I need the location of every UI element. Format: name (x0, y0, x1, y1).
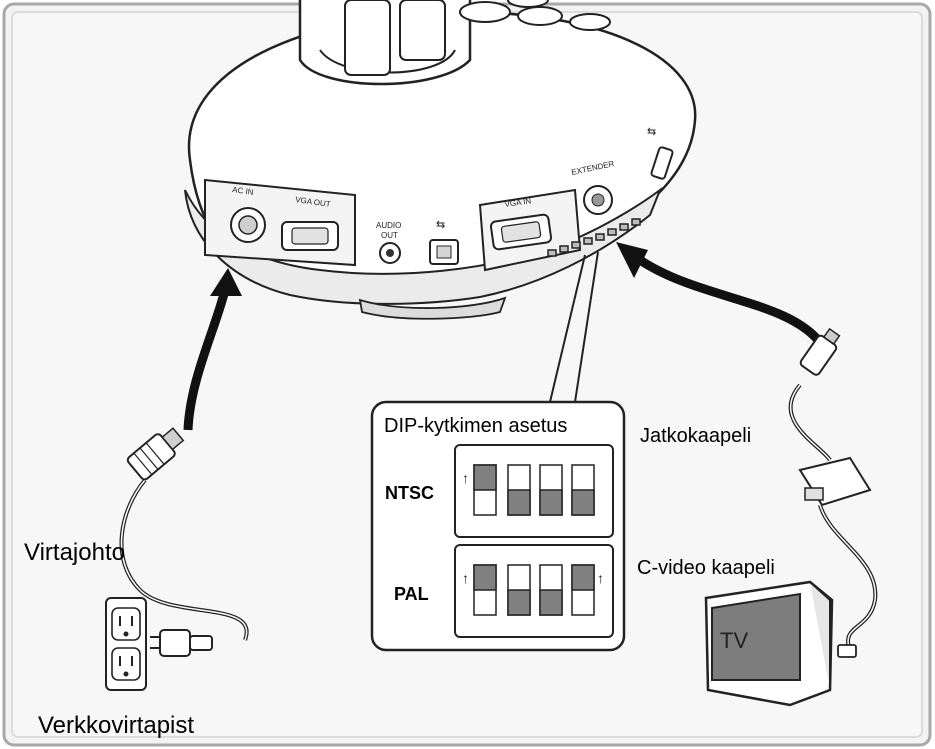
power-cord (119, 427, 249, 657)
pal-switch-3 (539, 564, 563, 616)
cvideo-cable-label: C-video kaapeli (637, 557, 775, 579)
pal-switch-4 (571, 564, 595, 616)
ntsc-switch-4 (571, 464, 595, 516)
power-connector (126, 427, 185, 481)
pal-label: PAL (394, 584, 429, 604)
extension-cable (616, 242, 878, 658)
document-camera: AC IN VGA OUT AUDIO OUT ⇆ VGA IN EXTENDE… (184, 0, 697, 320)
ntsc-switch-1 (473, 464, 497, 516)
dip-switch-slots (547, 218, 641, 257)
splitter-box (798, 456, 872, 507)
usb-icon: ⇆ (647, 126, 656, 138)
pal-switch-2 (507, 564, 531, 616)
ntsc-switches: ↑ (462, 464, 595, 516)
ntsc-switch-3 (539, 464, 563, 516)
audio-out-label: OUT (381, 231, 398, 240)
ntsc-up-arrow: ↑ (462, 470, 469, 486)
dip-switch-callout: ↑ ↑ ↑ DIP-kytkimen asetus NTSC PAL (370, 251, 626, 652)
power-cord-label: Virtajohto (24, 539, 125, 566)
wall-plug (150, 629, 213, 657)
tv-icon: TV (704, 580, 834, 707)
outlet-label: Verkkovirtapist (38, 712, 194, 739)
wall-outlet-icon (105, 597, 147, 691)
vga-in-label: VGA IN (504, 196, 532, 209)
extension-cable-label: Jatkokaapeli (640, 425, 751, 447)
usb-icon: ⇆ (436, 219, 445, 231)
ac-in-label: AC IN (232, 185, 255, 197)
pal-switches: ↑ ↑ (462, 564, 604, 616)
usb-a-port (650, 146, 674, 180)
ntsc-switch-2 (507, 464, 531, 516)
arrow-to-ac-in (183, 268, 242, 431)
dip-title: DIP-kytkimen asetus (384, 415, 567, 437)
ntsc-label: NTSC (385, 483, 434, 503)
audio-label: AUDIO (376, 221, 401, 230)
pal-up-arrow-4: ↑ (597, 570, 604, 586)
pal-switch-1 (473, 564, 497, 616)
pal-up-arrow-1: ↑ (462, 570, 469, 586)
tv-label: TV (720, 628, 748, 653)
